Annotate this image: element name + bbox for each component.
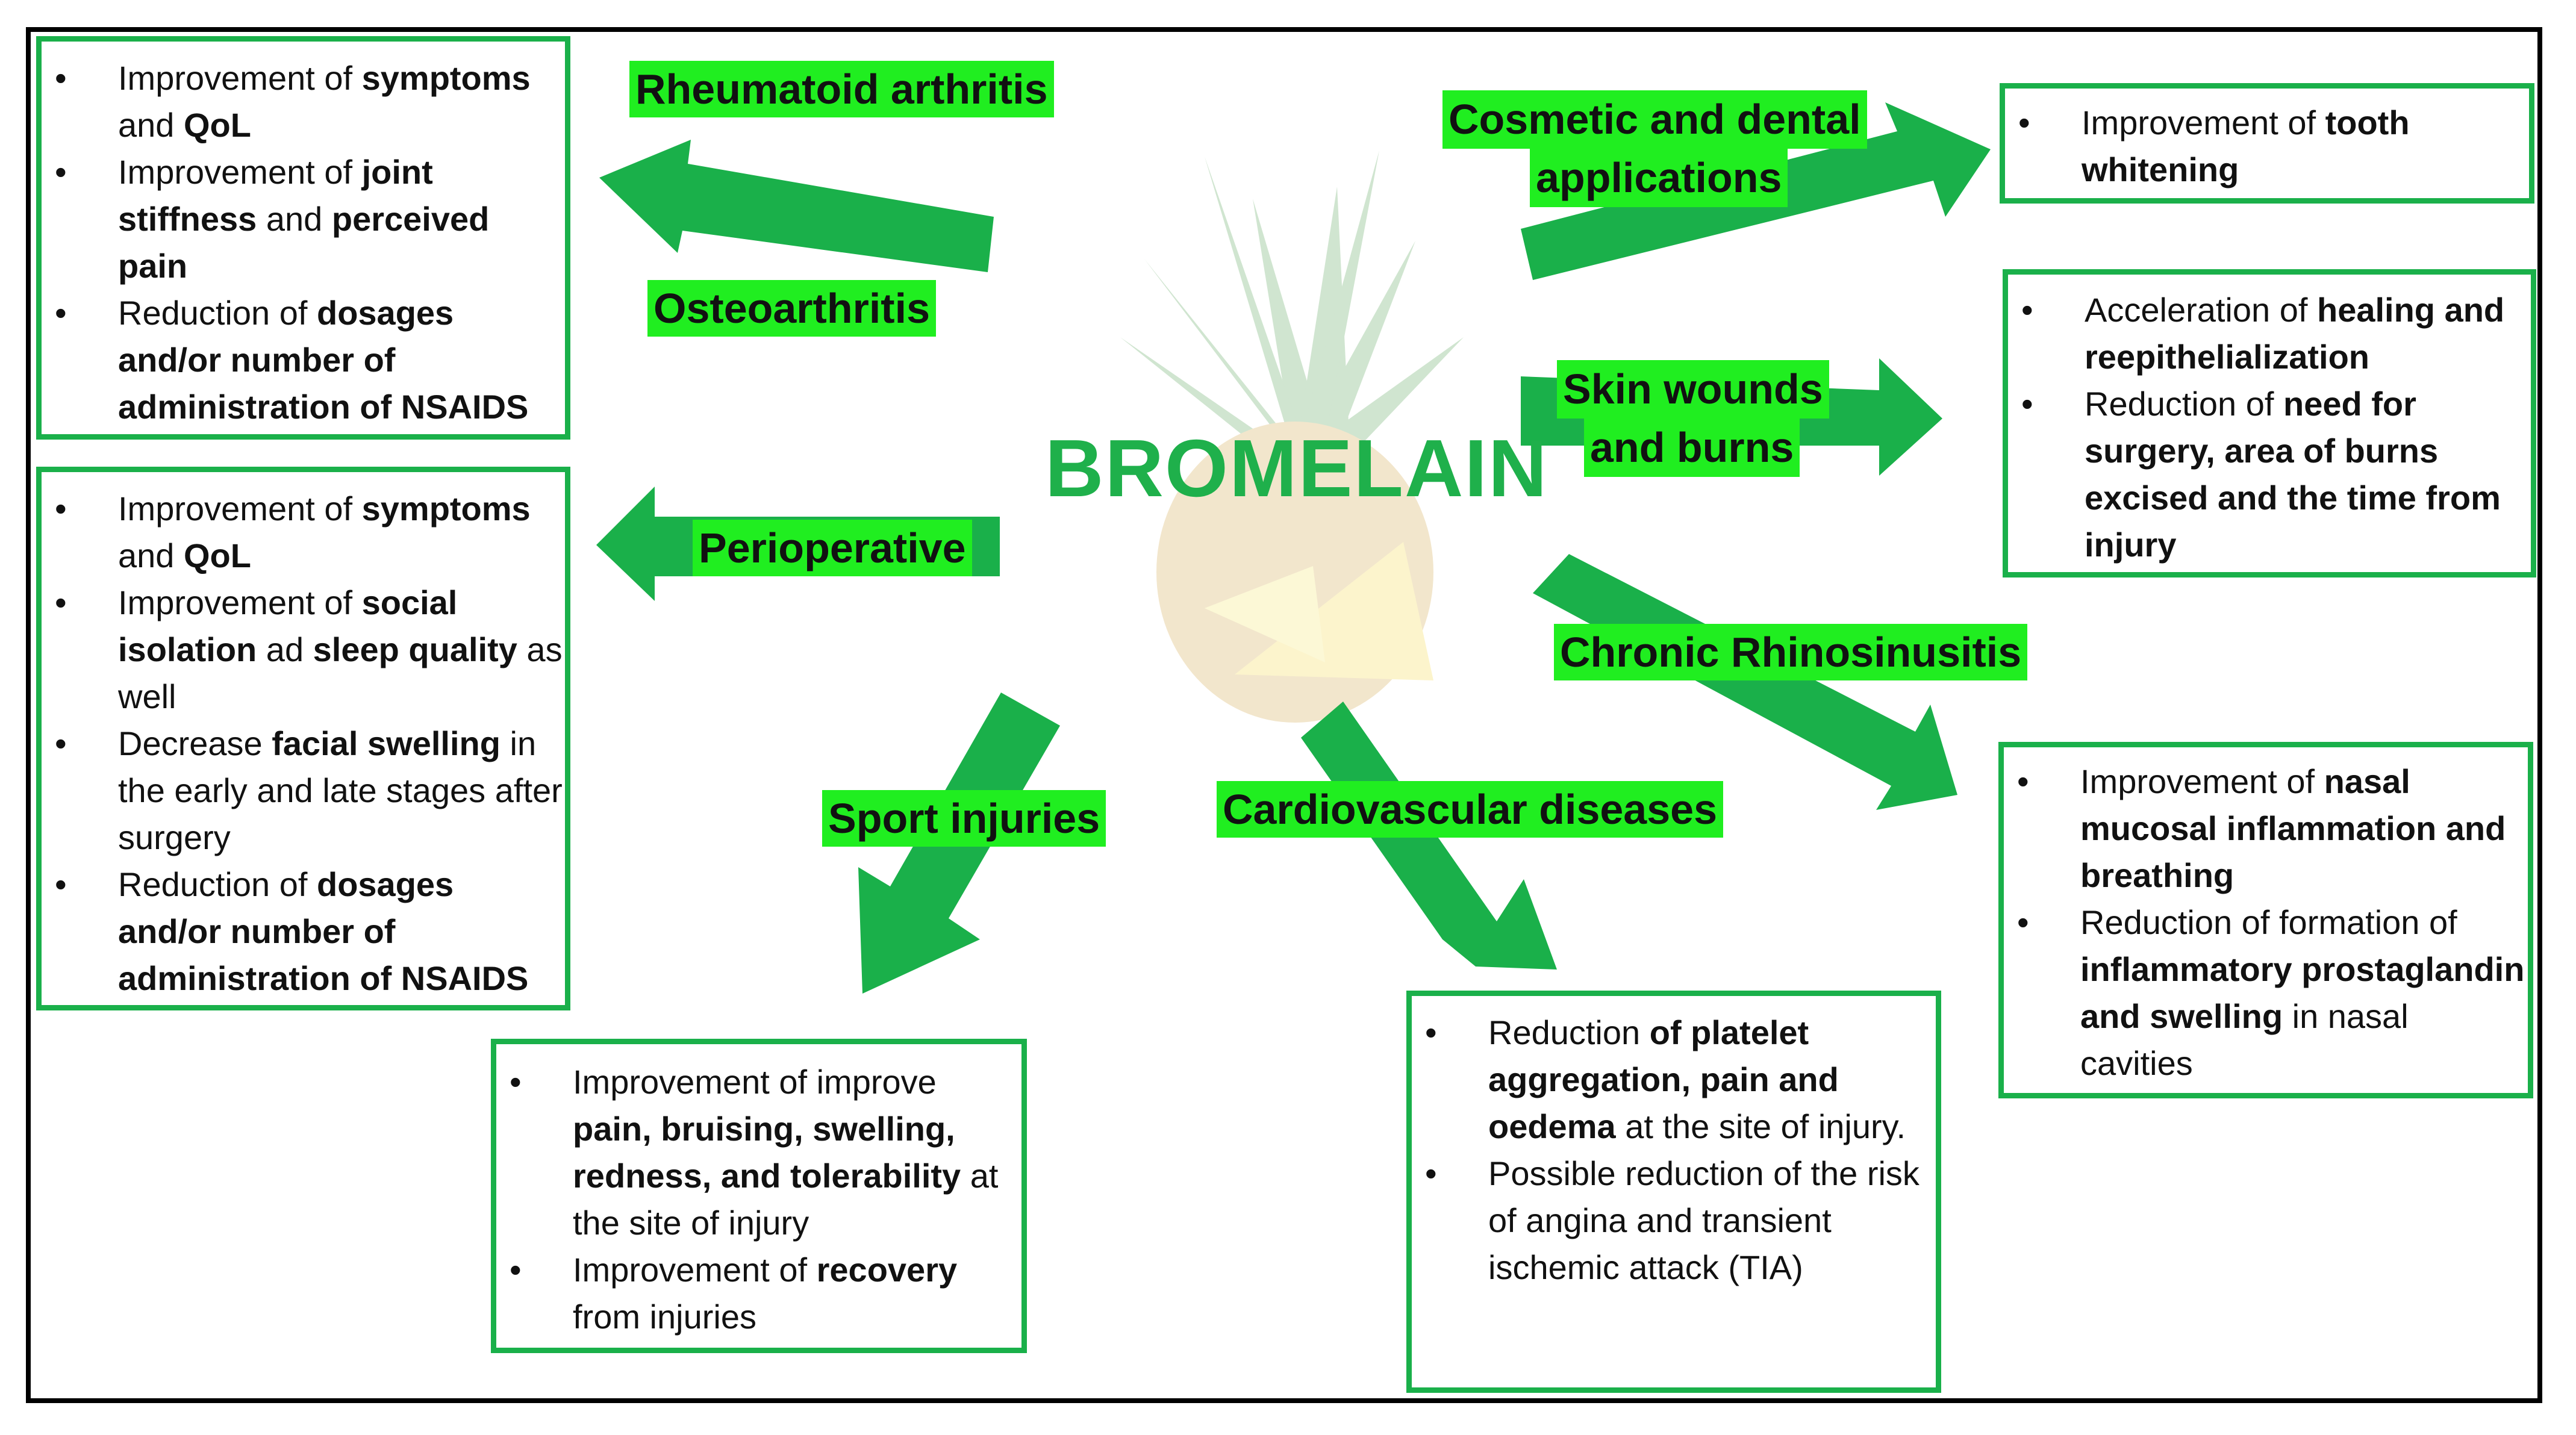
pineapple-body: [1156, 422, 1433, 723]
bold-text: dosages and/or number of administration …: [118, 865, 529, 997]
box-cardio: Reduction of platelet aggregation, pain …: [1406, 991, 1941, 1393]
text: Improvement of: [573, 1251, 817, 1289]
text: Improvement of improve: [573, 1063, 937, 1101]
label-cosmetic-line1: Cosmetic and dental: [1442, 90, 1867, 149]
bullet-item: Improvement of joint stiffness and perce…: [42, 149, 565, 290]
bullet-item: Improvement of nasal mucosal inflammatio…: [2004, 758, 2528, 899]
bullet-item: Improvement of improve pain, bruising, s…: [496, 1059, 1021, 1247]
bold-text: inflammatory prostaglandin and swelling: [2080, 950, 2525, 1035]
bold-text: symptoms: [361, 490, 531, 528]
bullet-item: Reduction of dosages and/or number of ad…: [42, 290, 565, 431]
pineapple-slice: [1235, 542, 1433, 680]
bold-text: need for surgery, area of burns excised …: [2085, 385, 2501, 564]
bullet-list-cosmetic: Improvement of tooth whitening: [2005, 99, 2529, 193]
text: Reduction of: [118, 865, 317, 903]
box-arthritis: Improvement of symptoms and QoLImproveme…: [36, 36, 570, 440]
bold-text: QoL: [184, 537, 251, 574]
bullet-item: Improvement of symptoms and QoL: [42, 55, 565, 149]
text: [352, 490, 362, 528]
label-perioperative: Perioperative: [693, 520, 972, 576]
text: Improvement of: [118, 490, 353, 528]
text: as well: [118, 630, 563, 715]
bold-text: social isolation: [118, 584, 458, 668]
text: Improvement of: [2082, 104, 2325, 142]
text: and: [118, 106, 184, 144]
bold-text: of platelet aggregation, pain and oedema: [1488, 1013, 1839, 1145]
bold-text: pain, bruising, swelling, redness, and t…: [573, 1110, 961, 1195]
bullet-item: Improvement of tooth whitening: [2005, 99, 2529, 193]
bold-text: nasal mucosal inflammation and breathing: [2080, 762, 2506, 894]
bullet-list-skin: Acceleration of healing and reepithelial…: [2008, 287, 2531, 568]
bold-text: perceived pain: [118, 200, 490, 285]
label-skin-line1: Skin wounds: [1557, 360, 1829, 419]
text: and: [257, 200, 332, 238]
bold-text: healing and reepithelialization: [2085, 291, 2505, 376]
bold-text: recovery: [816, 1251, 958, 1289]
text: Decrease: [118, 724, 272, 762]
bold-text: tooth whitening: [2082, 104, 2410, 188]
bullet-item: Decrease facial swelling in the early an…: [42, 720, 565, 861]
text: Improvement of: [2080, 762, 2324, 800]
text: Reduction: [1488, 1013, 1650, 1051]
label-rheumatoid: Rheumatoid arthritis: [629, 61, 1054, 117]
text: Reduction of formation of: [2080, 903, 2457, 941]
pineapple-crown: [1120, 151, 1464, 464]
bullet-list-cardio: Reduction of platelet aggregation, pain …: [1412, 1009, 1936, 1291]
text: Improvement of: [118, 584, 362, 621]
text: Improvement of: [118, 59, 353, 97]
text: at the site of injury: [573, 1157, 999, 1242]
bullet-list-perioperative: Improvement of symptoms and QoLImproveme…: [42, 485, 565, 1002]
bold-text: sleep quality: [313, 630, 517, 668]
arrow-rheumatoid: [599, 140, 994, 272]
text: from injuries: [573, 1298, 756, 1336]
bullet-item: Reduction of formation of inflammatory p…: [2004, 899, 2528, 1087]
text: in the early and late stages after surge…: [118, 724, 563, 856]
bullet-item: Acceleration of healing and reepithelial…: [2008, 287, 2531, 381]
bold-text: dosages and/or number of administration …: [118, 294, 529, 426]
label-skin-line2: and burns: [1584, 419, 1800, 477]
arrow-rhino: [1533, 554, 1957, 810]
bullet-item: Reduction of platelet aggregation, pain …: [1412, 1009, 1936, 1150]
box-perioperative: Improvement of symptoms and QoLImproveme…: [36, 467, 570, 1010]
text: in nasal cavities: [2080, 997, 2409, 1082]
text: Improvement of: [118, 153, 362, 191]
box-cosmetic: Improvement of tooth whitening: [2000, 83, 2534, 204]
box-skin: Acceleration of healing and reepithelial…: [2003, 269, 2536, 577]
bullet-list-arthritis: Improvement of symptoms and QoLImproveme…: [42, 55, 565, 431]
text: Possible reduction of the risk of angina…: [1488, 1154, 1920, 1286]
text: ad: [257, 630, 313, 668]
box-rhino: Improvement of nasal mucosal inflammatio…: [1998, 742, 2533, 1098]
text: Acceleration of: [2085, 291, 2317, 329]
label-cardio: Cardiovascular diseases: [1217, 781, 1724, 838]
text: at the site of injury.: [1615, 1107, 1906, 1145]
label-osteoarthritis: Osteoarthritis: [647, 280, 936, 337]
bullet-item: Possible reduction of the risk of angina…: [1412, 1150, 1936, 1291]
text: Reduction of: [2085, 385, 2283, 423]
center-title: BROMELAIN: [1045, 423, 1548, 514]
bold-text: facial swelling: [272, 724, 501, 762]
figure-frame: [26, 27, 2542, 1403]
bold-text: QoL: [184, 106, 251, 144]
box-sport: Improvement of improve pain, bruising, s…: [491, 1039, 1027, 1353]
bullet-item: Reduction of need for surgery, area of b…: [2008, 381, 2531, 568]
bold-text: symptoms: [361, 59, 531, 97]
bold-text: joint stiffness: [118, 153, 433, 238]
label-cosmetic-line2: applications: [1530, 149, 1788, 207]
bullet-item: Improvement of symptoms and QoL: [42, 485, 565, 579]
bullet-item: Reduction of dosages and/or number of ad…: [42, 861, 565, 1002]
text: Reduction of: [118, 294, 317, 332]
bullet-item: Improvement of recovery from injuries: [496, 1247, 1021, 1340]
bullet-list-sport: Improvement of improve pain, bruising, s…: [496, 1059, 1021, 1340]
text: [352, 59, 362, 97]
text: and: [118, 537, 184, 574]
bullet-item: Improvement of social isolation ad sleep…: [42, 579, 565, 720]
bullet-list-rhino: Improvement of nasal mucosal inflammatio…: [2004, 758, 2528, 1087]
label-rhino: Chronic Rhinosinusitis: [1554, 624, 2028, 680]
label-sport: Sport injuries: [822, 790, 1106, 847]
